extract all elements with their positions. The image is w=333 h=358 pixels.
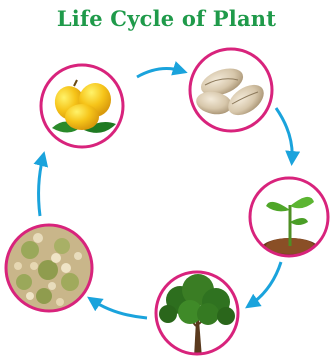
stage-seed [190,49,272,131]
stage-tree [156,272,238,358]
arrow-tree-to-flowering [92,300,147,318]
stage-fruit [41,65,123,147]
stage-seedling [250,178,328,262]
stage-flowering [5,224,95,314]
arrow-fruit-to-seed [137,69,182,77]
arrow-seed-to-seedling [276,108,292,160]
arrow-seedling-to-tree [250,262,281,305]
arrow-flowering-to-fruit [39,157,43,216]
